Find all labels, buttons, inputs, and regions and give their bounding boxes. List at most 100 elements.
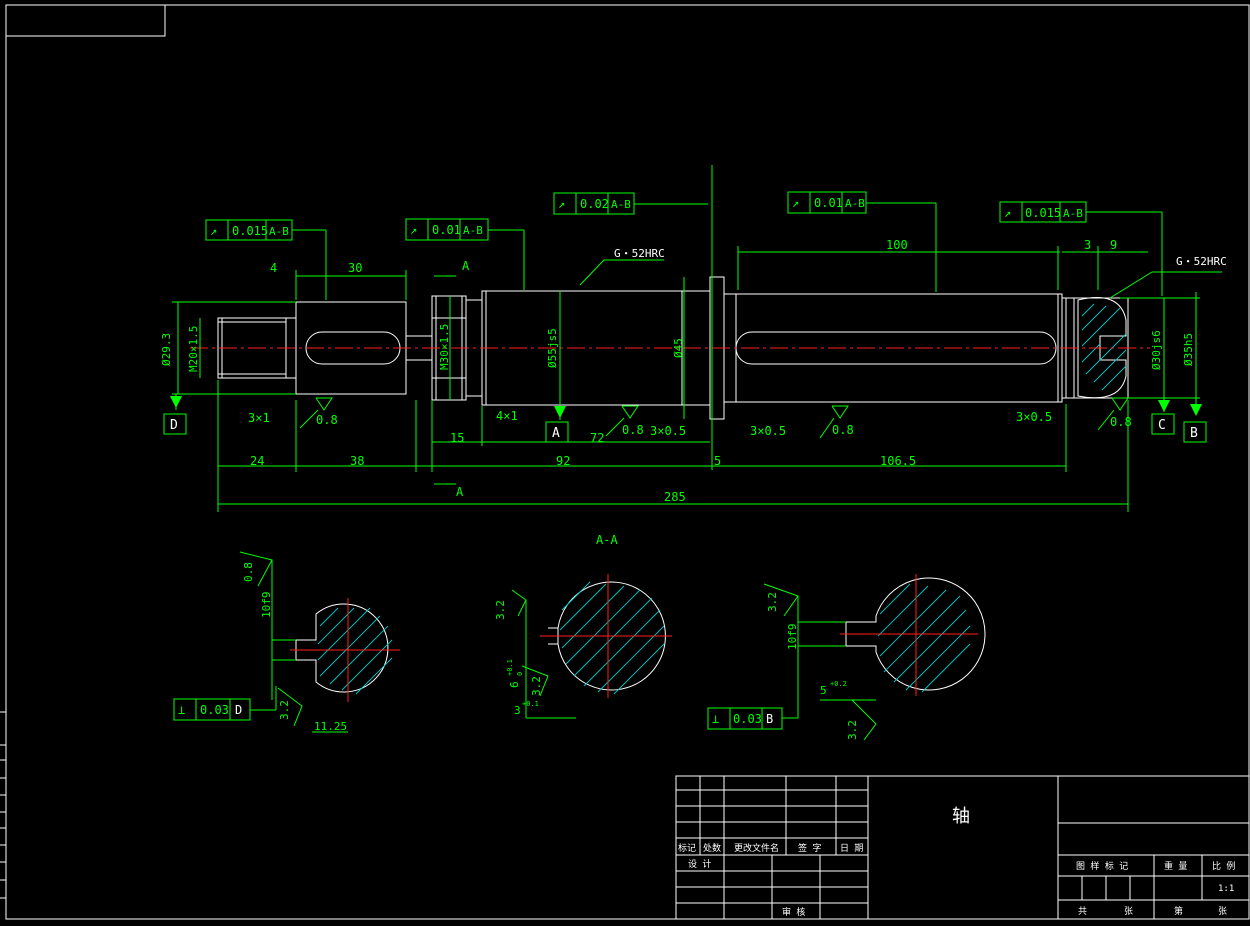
tb-header-2: 处数 [703,842,721,854]
s3-dim-10f9: 10f9 [786,624,799,651]
svg-text:D: D [235,703,242,717]
svg-text:B: B [1190,426,1198,441]
svg-text:⊥: ⊥ [178,703,185,717]
tb-scale: 1:1 [1218,884,1234,894]
dim-92: 92 [556,454,570,468]
tb-design: 设 计 [688,858,711,870]
sheet-frame [5,4,1250,920]
dia-m20: M20×1.5 [187,326,200,372]
tb-right-3: 比 例 [1212,860,1235,872]
s2-tol-3: +0.1 [522,700,539,708]
section-frame-2: ⊥ 0.03 B [707,707,783,730]
left-edge-ticks [0,711,6,899]
tb-header-5: 日 期 [840,843,863,854]
dim-3x1: 3×1 [248,411,270,425]
tb-header-3: 更改文件名 [734,842,779,854]
datum-box-b: B [1183,404,1207,443]
section-aa-label: A-A [596,533,618,547]
datum-box-c: C [1151,400,1175,435]
dim-3x05-c: 3×0.5 [1016,410,1052,424]
dim-285: 285 [664,490,686,504]
tb-header-4: 签 字 [798,842,821,854]
dim-100: 100 [886,238,908,252]
svg-text:D: D [170,418,178,433]
s3-roughness: 3.2 [766,592,779,612]
dia-35h5: Ø35h5 [1182,333,1195,366]
section-view-3 [763,574,986,741]
svg-text:0.01: 0.01 [432,223,461,237]
svg-text:B: B [766,712,773,726]
dim-3: 3 [1084,238,1091,252]
s2-tol-zero: 0 [516,672,524,676]
dia-55js5: Ø55js5 [546,328,559,368]
s1-dim-11-25: 11.25 [314,720,347,733]
svg-text:↗: ↗ [558,197,565,211]
s2-dim-6: 6 [508,681,521,688]
tolerance-frame-1: ↗ 0.015 A-B [205,219,293,241]
dim-15: 15 [450,431,464,445]
svg-text:0.03: 0.03 [200,703,229,717]
corner-label-box [5,4,166,37]
svg-text:↗: ↗ [210,224,217,238]
section-frame-1: ⊥ 0.03 D [173,698,251,721]
hardness-note-1: G・52HRC [614,247,665,260]
dia-45: Ø45 [672,338,685,358]
roughness-shaft [299,397,1129,439]
s1-roughness: 0.8 [242,562,255,582]
leader-lines [292,202,1222,300]
svg-text:C: C [1158,418,1166,433]
section-mark-a-top: A [462,259,470,273]
section-view-2 [511,574,672,719]
svg-text:↗: ↗ [1004,206,1011,220]
roughness-1: 0.8 [316,413,338,427]
dim-38: 38 [350,454,364,468]
s3-dim-5: 5 [820,684,827,697]
end-section-hatch [1077,297,1127,399]
dim-106-5: 106.5 [880,454,916,468]
svg-text:A-B: A-B [845,197,865,210]
svg-text:A-B: A-B [463,224,483,237]
s2-dim-3: 3 [514,704,521,717]
dia-29-3: Ø29.3 [160,333,173,366]
tolerance-frame-2: ↗ 0.01 A-B [405,218,489,241]
tb-header-1: 标记 [678,842,696,854]
dim-4x1: 4×1 [496,409,518,423]
dim-5: 5 [714,454,721,468]
s1-dim-10f9: 10f9 [260,592,273,619]
datum-box-d: D [163,396,187,435]
roughness-2: 0.8 [622,423,644,437]
roughness-3: 0.8 [832,423,854,437]
dim-72: 72 [590,431,604,445]
tb-review: 审 核 [782,906,805,918]
tb-right-2: 重 量 [1164,860,1187,872]
dim-30: 30 [348,261,362,275]
dia-30js6: Ø30js6 [1150,330,1163,370]
s3-roughness-2: 3.2 [846,720,859,740]
dim-4: 4 [270,261,277,275]
s1-roughness-2: 3.2 [278,700,291,720]
svg-text:A: A [552,426,560,441]
svg-text:A-B: A-B [1063,207,1083,220]
s3-tol-5: +0.2 [830,680,847,688]
title-block [675,775,1250,920]
tb-sheet-4: 张 [1218,906,1227,917]
tolerance-frame-5: ↗ 0.015 A-B [999,201,1087,223]
tb-sheet-3: 第 [1174,905,1183,917]
svg-text:↗: ↗ [792,196,799,210]
section-mark-a-bottom: A [456,485,464,499]
part-name: 轴 [952,806,970,827]
s2-tol-6: +0.1 [506,659,514,676]
datum-box-a: A [545,406,569,443]
tb-right-1: 图 样 标 记 [1076,860,1128,872]
svg-text:0.03: 0.03 [733,712,762,726]
svg-text:0.01: 0.01 [814,196,843,210]
svg-text:0.015: 0.015 [1025,206,1061,220]
hardness-note-2: G・52HRC [1176,255,1227,268]
tolerance-frame-4: ↗ 0.01 A-B [787,191,867,214]
svg-text:A-B: A-B [611,198,631,211]
svg-text:0.02: 0.02 [580,197,609,211]
dimension-lines [172,165,1200,512]
dim-3x05-b: 3×0.5 [750,424,786,438]
svg-text:↗: ↗ [410,223,417,237]
